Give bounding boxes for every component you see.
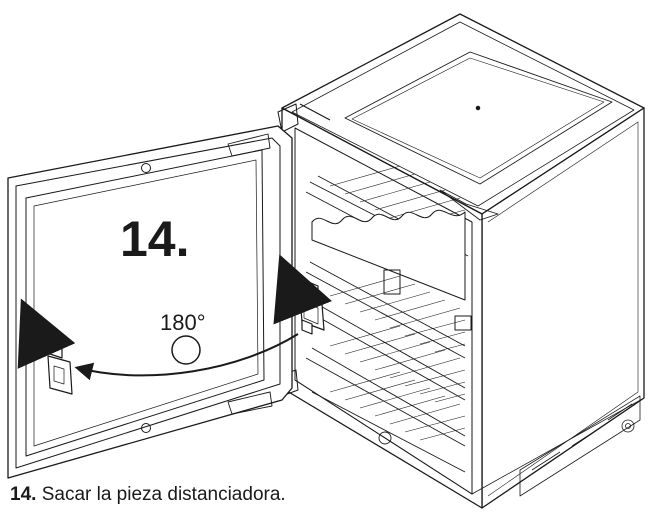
rotation-symbol-icon bbox=[171, 335, 201, 365]
refrigerator-cabinet bbox=[277, 13, 645, 509]
appliance-door bbox=[7, 125, 293, 479]
caption-step-number: 14. bbox=[10, 484, 37, 505]
figure-step-number: 14. bbox=[120, 211, 190, 267]
rotation-angle-label: 180° bbox=[160, 310, 206, 335]
rotation-arc-arrow bbox=[74, 333, 299, 381]
rotation-direction-arrow bbox=[17, 298, 76, 369]
removal-direction-arrow bbox=[273, 254, 332, 325]
caption-text: Sacar la pieza distanciadora. bbox=[41, 484, 286, 505]
step-caption: 14. Sacar la pieza distanciadora. bbox=[10, 484, 286, 506]
